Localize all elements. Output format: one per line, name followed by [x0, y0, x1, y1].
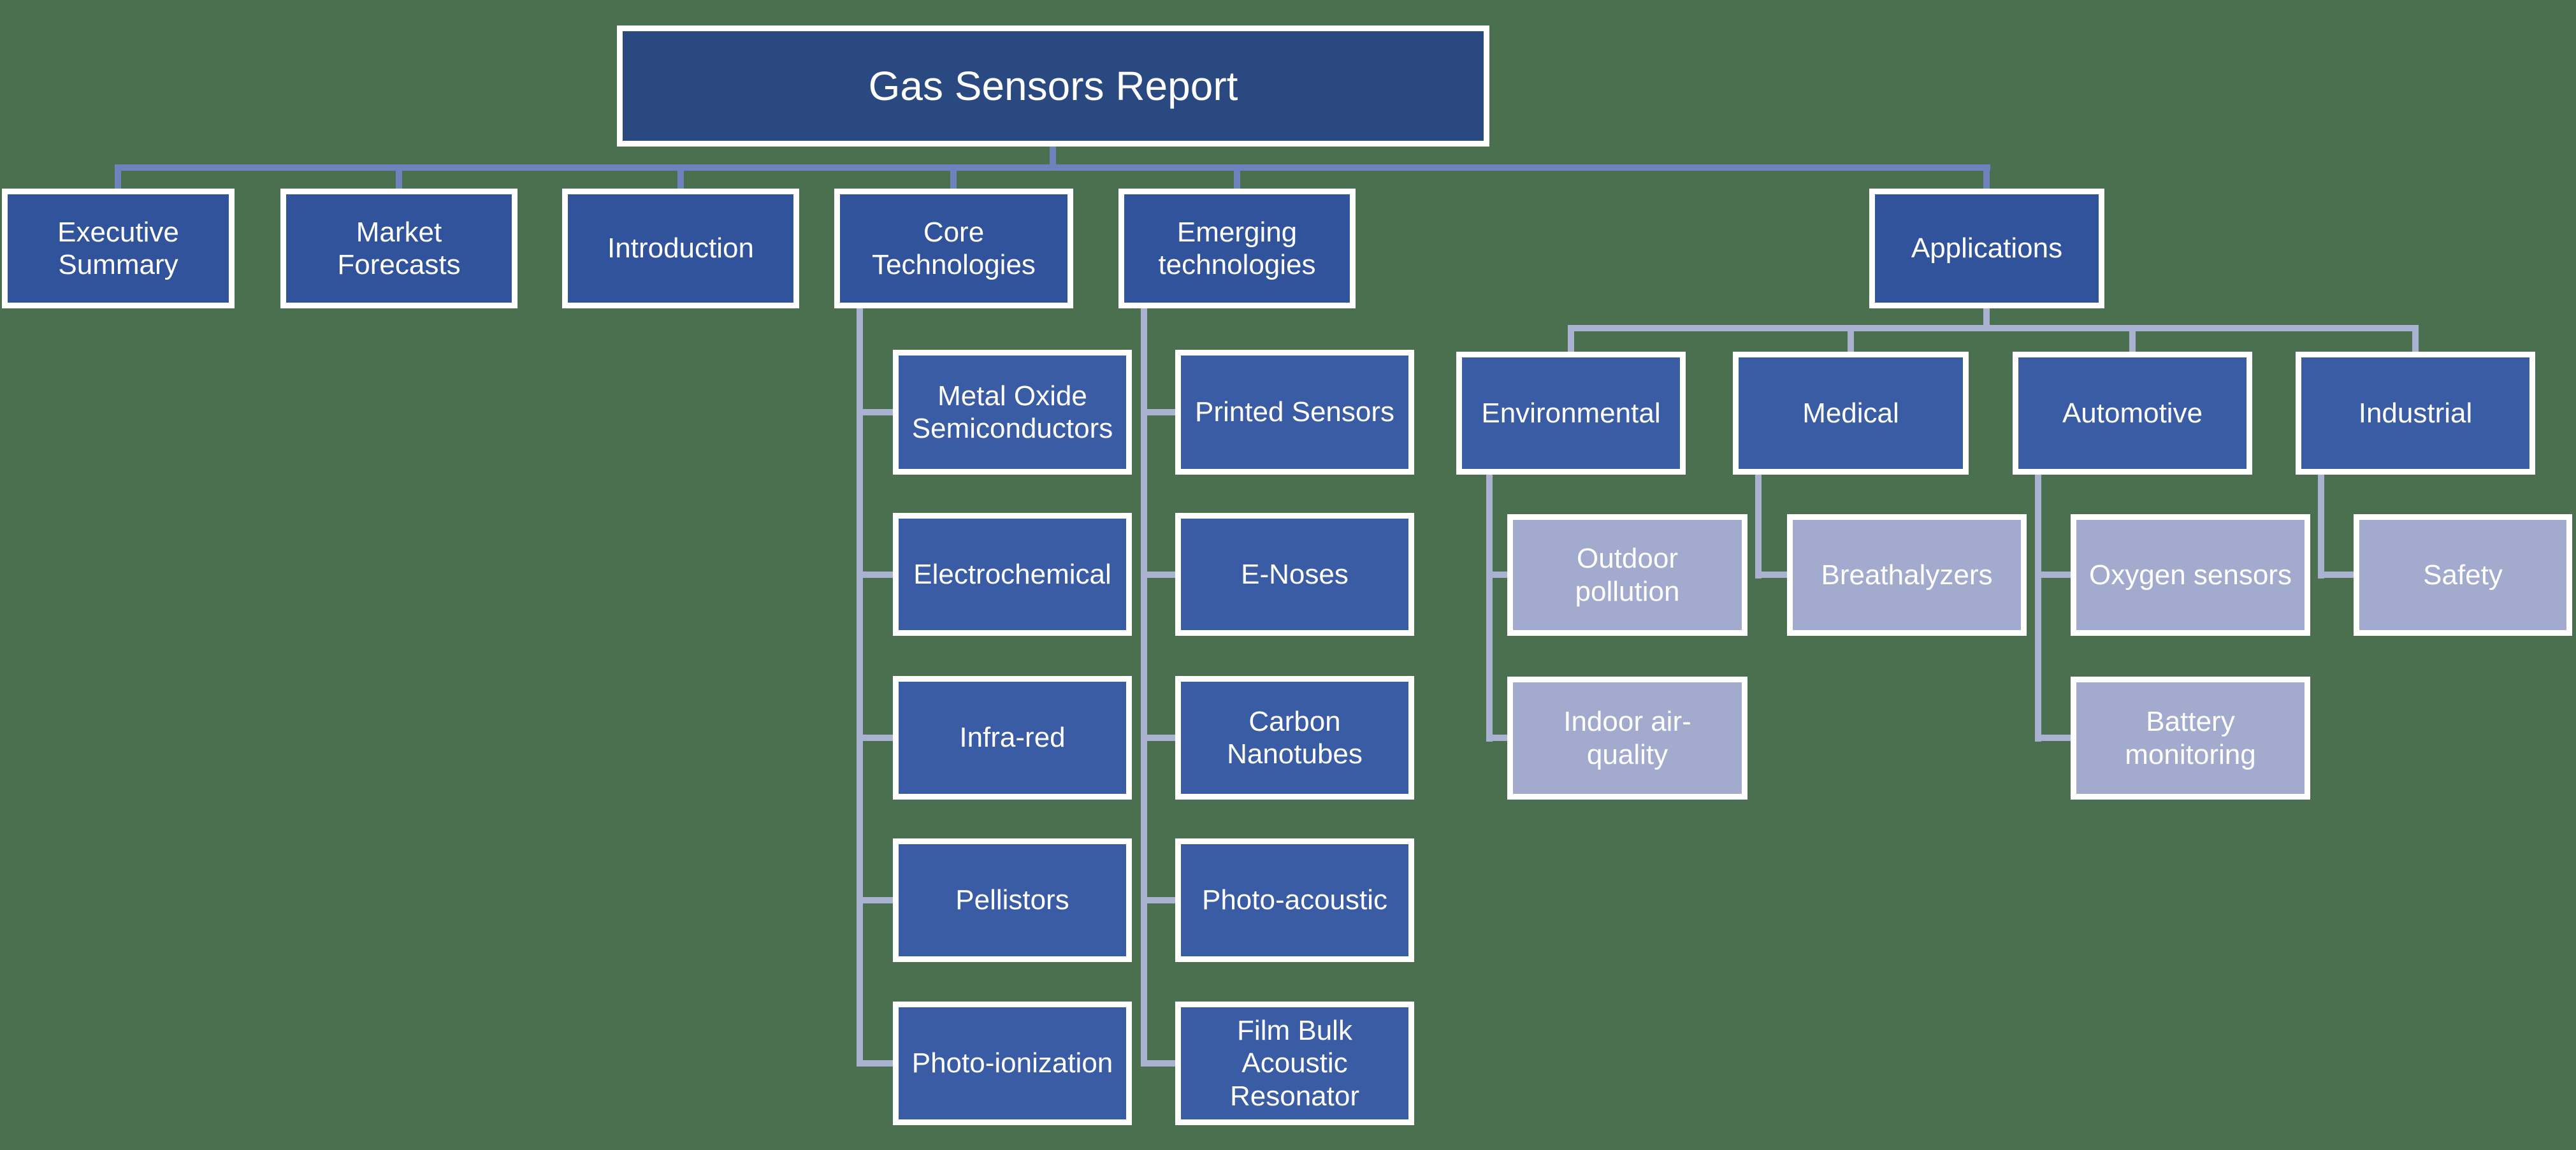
- node-photo-acoustic[interactable]: Photo-acoustic: [1175, 838, 1414, 962]
- node-label: Carbon Nanotubes: [1227, 705, 1363, 770]
- connector-medical-trunk: [1755, 475, 1762, 579]
- node-label: E-Noses: [1241, 558, 1349, 590]
- connector-drop-executive-summary: [115, 164, 121, 189]
- node-label: Market Forecasts: [337, 216, 461, 280]
- node-printed-sensors[interactable]: Printed Sensors: [1175, 350, 1414, 475]
- connector-stub-photo-acoustic: [1141, 897, 1175, 903]
- node-label: Photo-acoustic: [1201, 884, 1388, 916]
- node-market-forecasts[interactable]: Market Forecasts: [280, 189, 517, 308]
- connector-drop-market-forecasts: [396, 164, 402, 189]
- node-environmental[interactable]: Environmental: [1456, 352, 1686, 475]
- connector-applications-stem: [1983, 308, 1990, 331]
- connector-drop-core-technologies: [950, 164, 957, 189]
- connector-stub-e-noses: [1141, 571, 1175, 578]
- connector-root-stem: [1050, 147, 1056, 171]
- node-label: Battery monitoring: [2125, 706, 2256, 770]
- node-label: Electrochemical: [913, 558, 1111, 590]
- node-metal-oxide-semiconductors[interactable]: Metal Oxide Semiconductors: [893, 350, 1132, 475]
- connector-stub-printed-sensors: [1141, 409, 1175, 415]
- node-label: Gas Sensors Report: [868, 62, 1238, 109]
- node-label: Applications: [1911, 233, 2063, 264]
- node-photo-ionization[interactable]: Photo-ionization: [893, 1002, 1132, 1125]
- connector-stub-oxygen-sensors: [2035, 571, 2071, 578]
- connector-stub-indoor-air-quality: [1486, 735, 1507, 741]
- connector-stub-electrochemical: [857, 571, 893, 578]
- connector-drop-environmental: [1568, 325, 1574, 352]
- node-executive-summary[interactable]: Executive Summary: [2, 189, 235, 308]
- node-label: Photo-ionization: [911, 1047, 1113, 1079]
- node-label: Oxygen sensors: [2089, 559, 2292, 591]
- connector-drop-automotive: [2129, 325, 2136, 352]
- node-breathalyzers[interactable]: Breathalyzers: [1787, 514, 2027, 636]
- node-label: Medical: [1802, 397, 1899, 429]
- node-label: Core Technologies: [872, 216, 1036, 280]
- connector-applications-horizontal: [1568, 325, 2419, 331]
- node-introduction[interactable]: Introduction: [562, 189, 799, 308]
- node-oxygen-sensors[interactable]: Oxygen sensors: [2071, 514, 2310, 636]
- connector-industrial-trunk: [2318, 475, 2324, 579]
- node-automotive[interactable]: Automotive: [2013, 352, 2252, 475]
- node-label: Emerging technologies: [1158, 216, 1316, 280]
- connector-drop-medical: [1848, 325, 1854, 352]
- connector-stub-infra-red: [857, 735, 893, 741]
- node-label: Safety: [2423, 559, 2503, 591]
- connector-stub-battery-monitoring: [2035, 735, 2071, 741]
- connector-drop-applications: [1983, 164, 1990, 189]
- connector-stub-carbon-nanotubes: [1141, 735, 1175, 741]
- node-infra-red[interactable]: Infra-red: [893, 676, 1132, 800]
- node-medical[interactable]: Medical: [1733, 352, 1969, 475]
- node-outdoor-pollution[interactable]: Outdoor pollution: [1507, 514, 1747, 636]
- node-pellistors[interactable]: Pellistors: [893, 838, 1132, 962]
- node-gas-sensors-report[interactable]: Gas Sensors Report: [617, 25, 1489, 147]
- node-label: Executive Summary: [57, 216, 179, 280]
- node-indoor-air-quality[interactable]: Indoor air- quality: [1507, 677, 1747, 800]
- connector-stub-film-bulk: [1141, 1060, 1175, 1067]
- connector-automotive-trunk: [2035, 475, 2041, 742]
- node-battery-monitoring[interactable]: Battery monitoring: [2071, 677, 2310, 800]
- node-label: Film Bulk Acoustic Resonator: [1229, 1014, 1359, 1112]
- connector-stub-breathalyzers: [1755, 571, 1787, 578]
- node-label: Breathalyzers: [1821, 559, 1993, 591]
- node-label: Industrial: [2358, 397, 2473, 429]
- connector-core-trunk: [857, 308, 863, 1067]
- node-industrial[interactable]: Industrial: [2296, 352, 2535, 475]
- node-label: Pellistors: [955, 884, 1069, 916]
- connector-stub-safety: [2318, 571, 2354, 578]
- node-label: Environmental: [1481, 397, 1661, 429]
- connector-stub-outdoor-pollution: [1486, 571, 1507, 578]
- node-label: Printed Sensors: [1194, 396, 1395, 428]
- connector-root-horizontal: [115, 164, 1990, 171]
- connector-stub-metal-oxide: [857, 409, 893, 415]
- node-label: Introduction: [607, 233, 754, 264]
- node-film-bulk-acoustic-resonator[interactable]: Film Bulk Acoustic Resonator: [1175, 1002, 1414, 1125]
- connector-stub-pellistors: [857, 897, 893, 903]
- node-label: Indoor air- quality: [1563, 706, 1691, 770]
- node-core-technologies[interactable]: Core Technologies: [834, 189, 1073, 308]
- connector-drop-emerging-technologies: [1234, 164, 1240, 189]
- connector-drop-industrial: [2412, 325, 2419, 352]
- node-label: Outdoor pollution: [1575, 543, 1680, 607]
- node-e-noses[interactable]: E-Noses: [1175, 513, 1414, 636]
- node-label: Metal Oxide Semiconductors: [911, 380, 1113, 444]
- node-label: Automotive: [2062, 397, 2203, 429]
- connector-emerging-trunk: [1141, 308, 1147, 1067]
- node-electrochemical[interactable]: Electrochemical: [893, 513, 1132, 636]
- node-safety[interactable]: Safety: [2354, 514, 2572, 636]
- connector-environmental-trunk: [1486, 475, 1493, 742]
- node-label: Infra-red: [959, 722, 1066, 754]
- node-emerging-technologies[interactable]: Emerging technologies: [1118, 189, 1356, 308]
- connector-drop-introduction: [677, 164, 684, 189]
- connector-stub-photo-ionization: [857, 1060, 893, 1067]
- node-carbon-nanotubes[interactable]: Carbon Nanotubes: [1175, 676, 1414, 800]
- node-applications[interactable]: Applications: [1869, 189, 2104, 308]
